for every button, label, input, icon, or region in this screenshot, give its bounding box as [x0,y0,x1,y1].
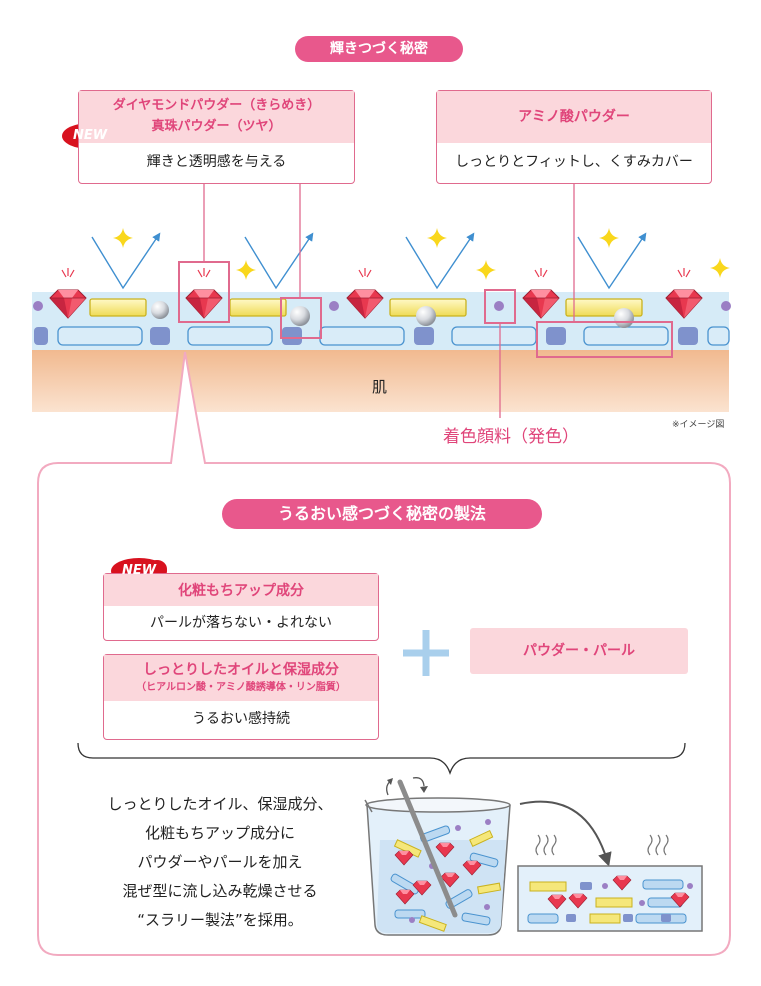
amino-powder-header: アミノ酸パウダー [437,91,711,143]
oil-moisture-box: しっとりしたオイルと保湿成分 （ヒアルロン酸・アミノ酸誘導体・リン脂質） うるお… [103,654,379,740]
makeup-ingredient-body: パールが落ちない・よれない [150,615,332,631]
description-line-1: しっとりしたオイル、保湿成分、 [107,795,333,813]
oil-moisture-header: しっとりしたオイルと保湿成分 （ヒアルロン酸・アミノ酸誘導体・リン脂質） [104,655,378,701]
star-icons [113,228,730,280]
description-line-3: パウダーやパールを加え [137,853,303,871]
powder-pearl-label: パウダー・パール [523,643,635,659]
description-line-5: “スラリー製法”を採用。 [137,911,303,929]
makeup-ingredient-box: 化粧もちアップ成分 パールが落ちない・よれない [103,573,379,641]
diamond-pearl-box: ダイヤモンドパウダー（きらめき） 真珠パウダー（ツヤ） 輝きと透明感を与える [78,90,355,184]
brace-icon [77,742,686,776]
light-beams [91,232,647,290]
section-title: うるおい感つづく秘密の製法 [277,504,486,523]
diamond-header-line1: ダイヤモンドパウダー（きらめき） [112,98,321,113]
diamond-pearl-header: ダイヤモンドパウダー（きらめき） 真珠パウダー（ツヤ） [79,91,354,143]
highlight-boxes [178,261,673,358]
skin-label: 肌 [372,378,388,396]
powder-pearl-box: パウダー・パール [470,628,688,674]
drying-tray-illustration [517,834,703,932]
pigment-label: 着色顔料（発色） [443,427,579,447]
amino-powder-box: アミノ酸パウダー しっとりとフィットし、くすみカバー [436,90,712,184]
oil-moisture-title: しっとりしたオイルと保湿成分 [143,662,339,678]
section-title-pill: うるおい感つづく秘密の製法 [222,499,542,529]
image-note: ※イメージ図 [672,420,725,430]
oil-moisture-subtitle: （ヒアルロン酸・アミノ酸誘導体・リン脂質） [136,682,346,693]
plus-icon [403,630,449,676]
skin-layer [32,350,729,412]
diamond-pearl-body: 輝きと透明感を与える [146,154,287,170]
process-description: しっとりしたオイル、保湿成分、 化粧もちアップ成分に パウダーやパールを加え 混… [60,790,380,935]
makeup-ingredient-header: 化粧もちアップ成分 [104,574,378,606]
diamond-header-line2: 真珠パウダー（ツヤ） [151,119,282,134]
amino-powder-body: しっとりとフィットし、くすみカバー [455,154,693,170]
pigment-dots [33,301,731,311]
new-badge-2: NEW [121,563,157,578]
mixing-beaker-illustration [364,777,511,936]
description-line-4: 混ぜ型に流し込み乾燥させる [122,882,318,900]
top-title: 輝きつづく秘密 [330,41,428,57]
process-arrow [519,800,612,867]
oil-moisture-body: うるおい感持続 [192,711,290,727]
new-badge-1: NEW [72,128,108,143]
amino-powder-row [34,326,730,346]
top-title-pill: 輝きつづく秘密 [295,36,463,62]
leader-lines [203,183,575,418]
description-line-2: 化粧もちアップ成分に [144,824,295,842]
